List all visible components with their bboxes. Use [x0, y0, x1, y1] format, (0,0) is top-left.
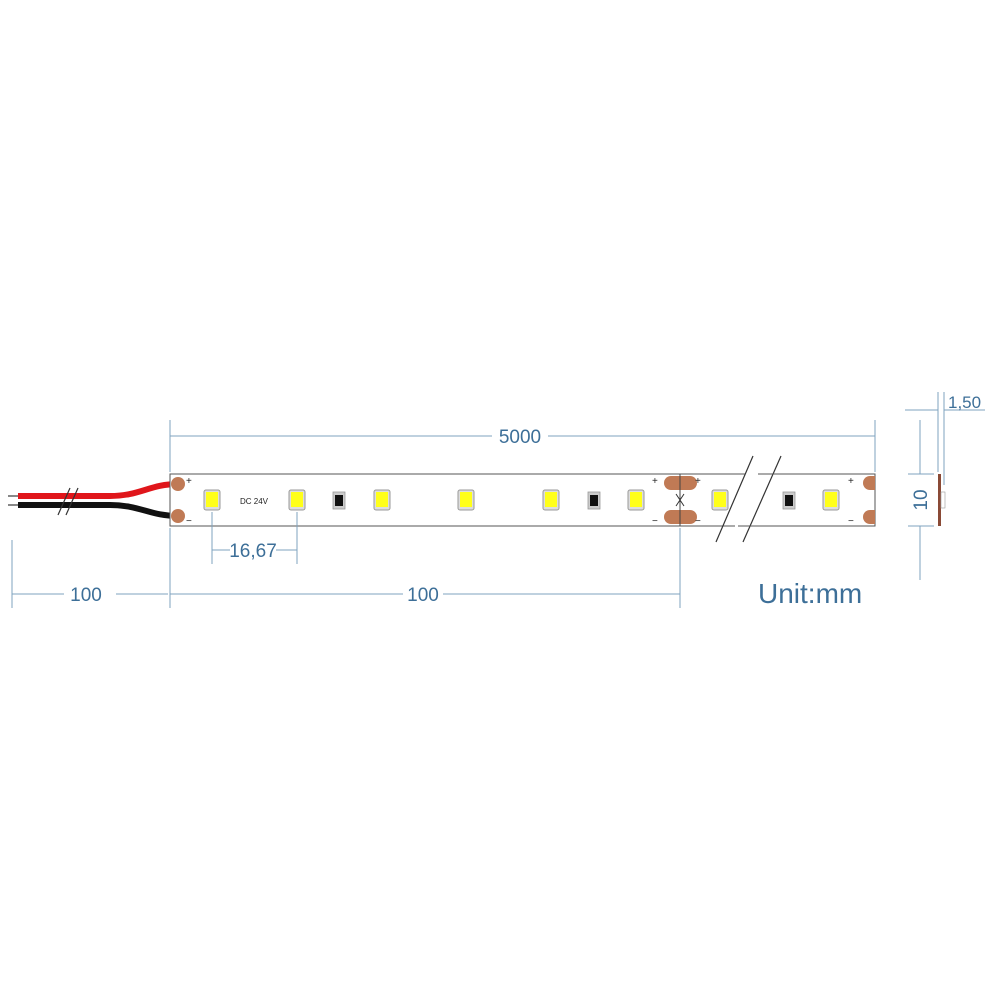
wire-length-dimension: 100 [70, 585, 102, 606]
resistor [587, 491, 601, 510]
strip-body [169, 455, 876, 543]
led-chip [822, 489, 840, 511]
plus-label: + [186, 476, 192, 487]
led-chip [711, 489, 729, 511]
minus-label: − [186, 516, 192, 527]
positive-wire [18, 481, 179, 499]
plus-label: + [695, 476, 701, 487]
total-length-dimension: 5000 [499, 427, 541, 448]
strip-side-view [938, 474, 946, 526]
led-chip [288, 489, 306, 511]
led-chip [457, 489, 475, 511]
plus-label: + [848, 476, 854, 487]
led-chip [627, 489, 645, 511]
resistor [332, 491, 346, 510]
led-pitch-dimension: 16,67 [229, 541, 277, 562]
strip-break-mark [715, 455, 754, 543]
dimension-lines: 5000 16,67 100 100 10 1,50 [11, 392, 985, 608]
plus-label: + [652, 476, 658, 487]
unit-label: Unit:mm [758, 578, 862, 609]
strip-components [203, 489, 840, 511]
minus-label: − [695, 516, 701, 527]
minus-label: − [848, 516, 854, 527]
negative-wire [18, 502, 179, 519]
led-chip [542, 489, 560, 511]
wire-break-mark [57, 487, 71, 516]
led-chip [203, 489, 221, 511]
width-dimension: 10 [911, 489, 932, 510]
voltage-label: DC 24V [240, 497, 269, 506]
power-wires [8, 481, 179, 519]
minus-label: − [652, 516, 658, 527]
cut-mark-icon [675, 493, 685, 507]
led-chip [373, 489, 391, 511]
segment-length-dimension: 100 [407, 585, 439, 606]
thickness-dimension: 1,50 [948, 393, 981, 412]
resistor [782, 491, 796, 510]
copper-pads [171, 476, 875, 524]
